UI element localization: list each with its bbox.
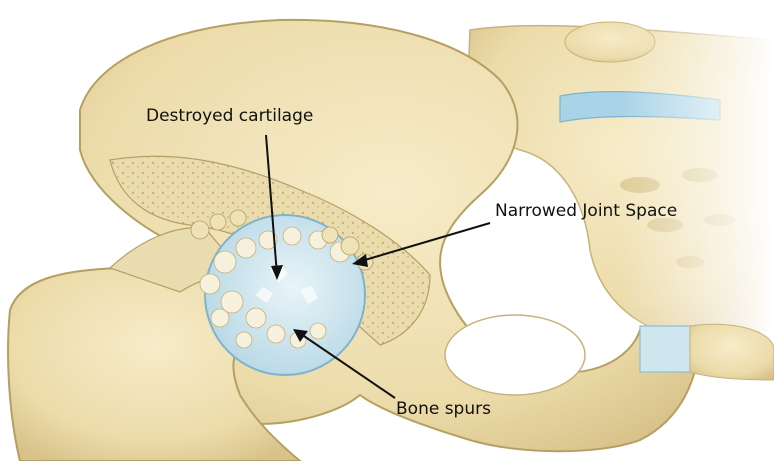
label-narrowed-joint-space: Narrowed Joint Space [495, 201, 677, 221]
sacrum [468, 20, 774, 350]
label-destroyed-cartilage: Destroyed cartilage [146, 106, 313, 126]
label-bone-spurs: Bone spurs [396, 399, 491, 419]
